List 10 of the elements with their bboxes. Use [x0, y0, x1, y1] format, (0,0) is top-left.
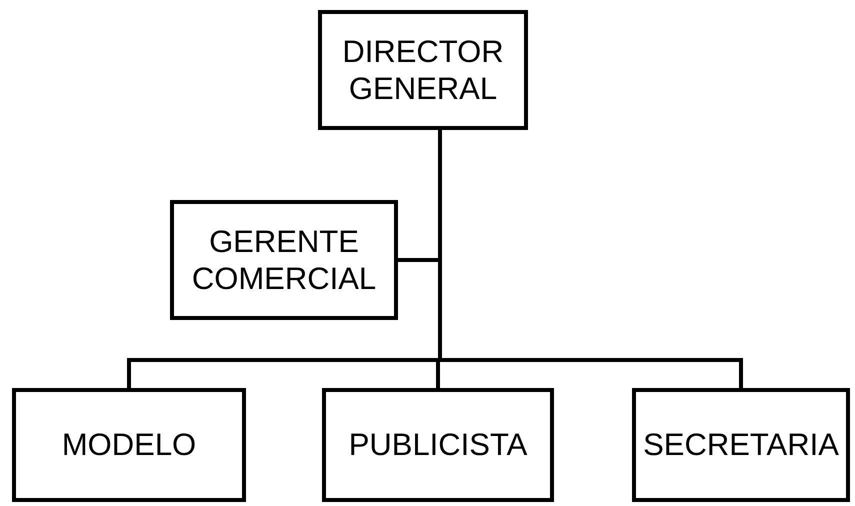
position-box: [170, 200, 398, 320]
position-box: [318, 10, 528, 130]
position-title: PUBLICISTA: [348, 426, 528, 464]
position-title: MODELO: [62, 426, 196, 464]
position-title: SECRETARIA: [643, 426, 839, 464]
position-title: GERENTE COMERCIAL: [190, 222, 378, 298]
position-title: DIRECTOR GENERAL: [341, 32, 505, 108]
position-box: [12, 388, 246, 502]
position-box: [632, 388, 850, 502]
position-box: [322, 388, 554, 502]
